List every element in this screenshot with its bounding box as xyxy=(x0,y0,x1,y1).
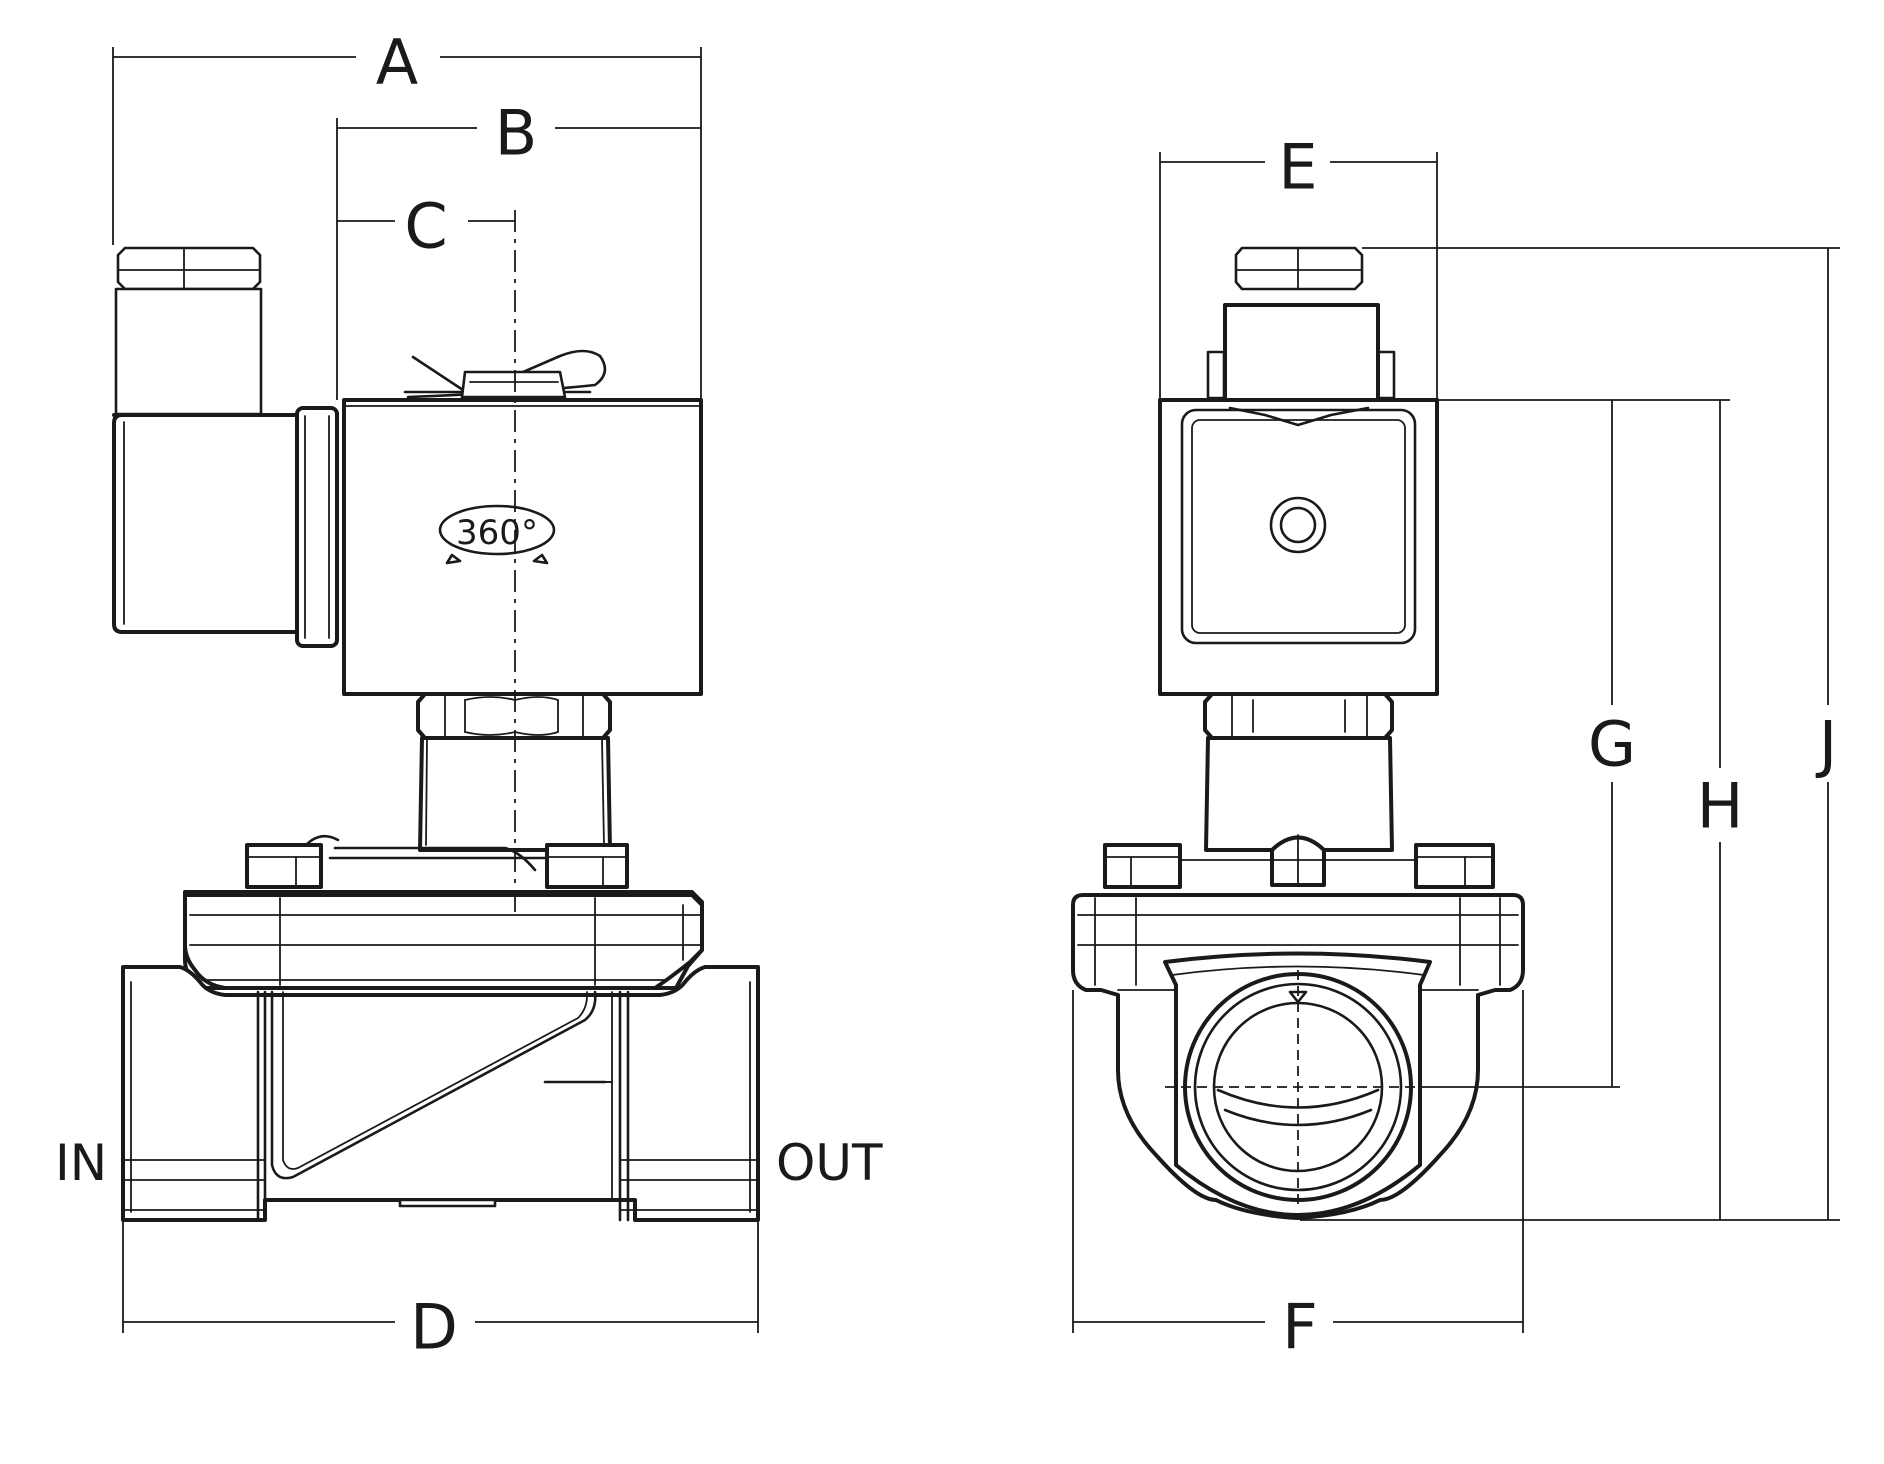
dimension-label-c: C xyxy=(404,190,447,263)
side-view: A B C xyxy=(55,26,883,1364)
dimension-label-a: A xyxy=(376,26,418,99)
dimension-label-e: E xyxy=(1278,131,1317,204)
dimension-label-f: F xyxy=(1282,1291,1318,1364)
dimension-e: E xyxy=(1159,131,1438,400)
dimension-label-j: J xyxy=(1815,708,1837,781)
dimension-label-g: G xyxy=(1588,708,1636,781)
dimension-h: H xyxy=(1697,400,1744,1220)
dimension-label-h: H xyxy=(1697,770,1744,843)
valve-body xyxy=(121,890,760,1222)
dimension-c: C xyxy=(337,190,515,263)
armature-hex-nut xyxy=(416,692,612,740)
outlet-port-label: OUT xyxy=(776,1134,883,1192)
front-hex-nut xyxy=(1203,692,1394,740)
dimension-label-d: D xyxy=(410,1291,458,1364)
rotation-label: 360° xyxy=(456,513,538,553)
dimension-a: A xyxy=(112,26,702,398)
retaining-clip xyxy=(403,349,607,399)
front-bonnet-top xyxy=(1103,834,1495,889)
connector-plug xyxy=(112,246,339,648)
front-view: E xyxy=(1071,131,1840,1364)
front-armature-tube xyxy=(1204,736,1394,852)
armature-tube xyxy=(418,736,612,852)
dimension-f: F xyxy=(1072,990,1524,1364)
front-hex-cap xyxy=(1206,246,1396,407)
rotation-mark: 360° xyxy=(438,504,556,565)
inlet-port-label: IN xyxy=(55,1134,107,1192)
solenoid-coil: 360° xyxy=(342,398,703,696)
dimension-label-b: B xyxy=(495,97,538,170)
front-coil xyxy=(1158,398,1439,696)
dimension-j: J xyxy=(1815,248,1837,1220)
dimension-b: B xyxy=(336,97,701,400)
dimension-d: D xyxy=(122,1222,759,1364)
bonnet-top xyxy=(245,834,629,889)
dimension-g: G xyxy=(1588,400,1636,1087)
